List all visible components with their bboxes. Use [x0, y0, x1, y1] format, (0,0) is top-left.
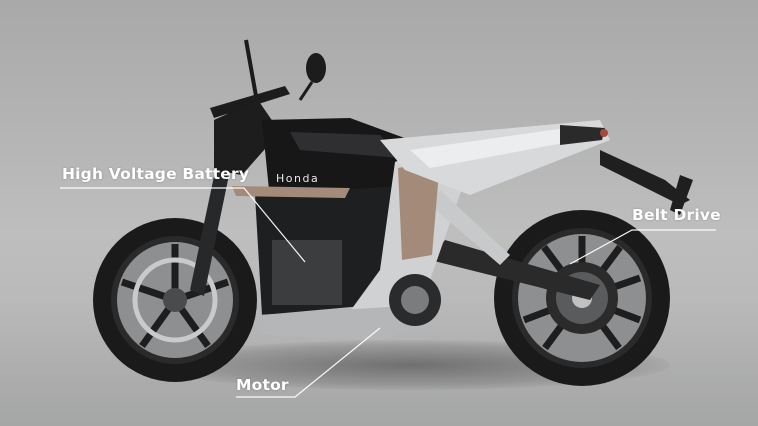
honda-logo-text: Honda [276, 172, 320, 185]
front-wheel [93, 218, 257, 382]
callout-belt-drive: Belt Drive [632, 206, 721, 224]
callout-high-voltage-battery: High Voltage Battery [62, 165, 250, 183]
callout-motor: Motor [236, 376, 289, 394]
callout-lines [60, 187, 716, 398]
